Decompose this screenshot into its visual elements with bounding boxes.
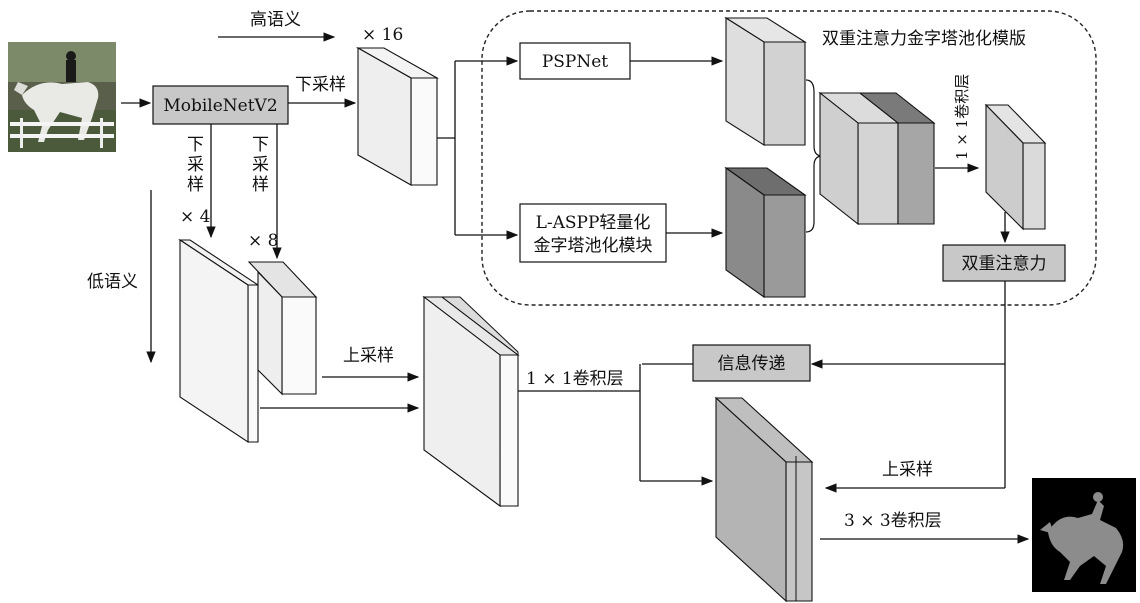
- fused-feature-cube: [424, 297, 518, 506]
- branch-lines: [437, 61, 455, 235]
- diagram-text: 下: [187, 135, 204, 155]
- diagram-text: 下: [252, 135, 269, 155]
- feature-x16-cube: [358, 48, 437, 185]
- laspp-label-line1: L-ASPP轻量化: [536, 213, 651, 233]
- input-image: [8, 42, 116, 152]
- downsample-label: 下采样: [295, 75, 346, 95]
- info-transfer-box: 信息传递: [693, 345, 810, 381]
- upsample-right-label: 上采样: [882, 460, 933, 480]
- info-transfer-label: 信息传递: [718, 354, 786, 374]
- module-title: 双重注意力金字塔池化模版: [822, 29, 1026, 49]
- diagram-text: 采: [252, 155, 269, 175]
- upsample-left-label: 上采样: [343, 346, 394, 366]
- x8-label: × 8: [248, 231, 278, 251]
- diagram-text: 样: [252, 175, 269, 195]
- concat-cube: [820, 93, 934, 224]
- downsample-x8-label: 下 采 样: [252, 135, 269, 195]
- dual-attention-label: 双重注意力: [962, 254, 1047, 274]
- laspp-label-line2: 金字塔池化模块: [534, 236, 653, 256]
- output-segmentation-mask: [1032, 478, 1136, 592]
- feature-x4-cube: [180, 240, 258, 442]
- dual-attention-box: 双重注意力: [943, 245, 1065, 281]
- diagram-text: 样: [187, 175, 204, 195]
- conv1x1-label: 1 × 1卷积层: [526, 369, 624, 389]
- mobilenet-label: MobileNetV2: [163, 96, 277, 116]
- low-semantic-label: 低语义: [87, 272, 138, 292]
- x16-label: × 16: [362, 25, 403, 45]
- mobilenet-box: MobileNetV2: [153, 86, 288, 124]
- high-semantic-label: 高语义: [250, 10, 301, 30]
- laspp-box: L-ASPP轻量化 金字塔池化模块: [520, 204, 666, 262]
- laspp-output-cube: [726, 168, 805, 297]
- final-feature-cube: [716, 398, 812, 601]
- downsample-x4-label: 下 采 样: [187, 135, 204, 195]
- pspnet-label: PSPNet: [542, 52, 608, 72]
- conv3x3-label: 3 × 3卷积层: [844, 511, 942, 531]
- conv1x1-output-cube: [986, 105, 1045, 229]
- conv1x1-vertical-label: 1 × 1卷积层: [953, 74, 971, 160]
- feature-x8-cube: [249, 262, 316, 394]
- diagram-text: 采: [187, 155, 204, 175]
- pspnet-output-cube: [726, 18, 805, 145]
- pspnet-box: PSPNet: [520, 43, 630, 79]
- x4-label: × 4: [180, 207, 210, 227]
